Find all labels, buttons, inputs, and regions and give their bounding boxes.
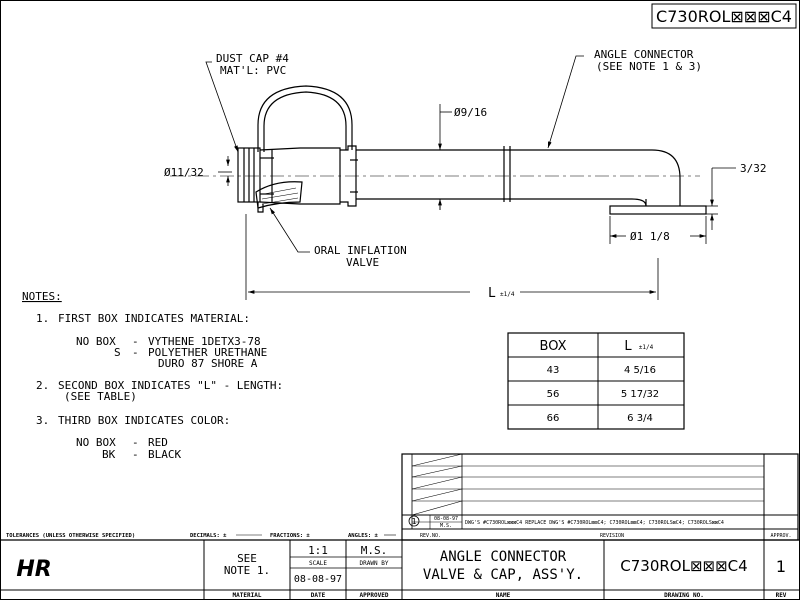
header-drawing-number: C730ROL⊠⊠⊠C4 xyxy=(651,3,797,29)
revision-block xyxy=(401,453,799,541)
note-1a-key: NO BOX xyxy=(76,335,116,348)
note-2-number: 2. xyxy=(36,379,49,392)
note-1-text: FIRST BOX INDICATES MATERIAL: xyxy=(58,312,250,325)
rev-1-number: 1 xyxy=(412,517,417,526)
label-material: MATERIAL xyxy=(233,592,262,599)
note-1-number: 1. xyxy=(36,312,49,325)
dimensions xyxy=(218,104,736,300)
material-value-2: NOTE 1. xyxy=(224,564,270,577)
header-drawing-number-text: C730ROL⊠⊠⊠C4 xyxy=(656,7,792,26)
notes: NOTES: 1. FIRST BOX INDICATES MATERIAL: … xyxy=(22,290,283,461)
rev-col-number: REV.NO. xyxy=(420,533,441,539)
callout-angle-connector-note: (SEE NOTE 1 & 3) xyxy=(596,60,702,73)
note-3b-key: BK xyxy=(102,448,116,461)
table-header-box: BOX xyxy=(540,339,567,354)
company-logo-text: HR xyxy=(16,557,51,582)
drawn-by-label: DRAWN BY xyxy=(360,560,389,567)
drawing-name-1: ANGLE CONNECTOR xyxy=(440,549,567,565)
connector-elbow-outer xyxy=(510,149,681,206)
drawing-name-2: VALVE & CAP, ASS'Y. xyxy=(423,567,583,583)
note-1b-dash: - xyxy=(132,346,139,359)
note-1a-value: VYTHENE 1DETX3-78 xyxy=(148,335,261,348)
note-3a-dash: - xyxy=(132,436,139,449)
date-value: 08-08-97 xyxy=(294,574,342,585)
table-header-l: L xyxy=(624,339,632,354)
base-flange xyxy=(609,205,707,215)
callout-oral-valve: ORAL INFLATION xyxy=(314,244,407,257)
callout-oral-valve-2: VALVE xyxy=(346,256,379,269)
rev-1-description: DWG'S #C730ROL⊠⊠⊠C4 REPLACE DWG'S #C730R… xyxy=(465,520,724,526)
note-1a-dash: - xyxy=(132,335,139,348)
fractions-label: FRACTIONS: ± xyxy=(270,533,310,539)
note-1b-value: POLYETHER URETHANE xyxy=(148,346,267,359)
label-rev: REV xyxy=(776,592,787,599)
note-3-number: 3. xyxy=(36,414,49,427)
note-3a-value: RED xyxy=(148,436,168,449)
table-row-l: 4 5/16 xyxy=(624,365,656,376)
length-table: BOX L ±1/4 43 4 5/16 56 5 17/32 66 6 3/4 xyxy=(507,332,685,430)
note-3a-key: NO BOX xyxy=(76,436,116,449)
table-row-box: 43 xyxy=(547,365,560,376)
dust-cap-strap xyxy=(257,85,353,152)
dim-11-32: Ø11/32 xyxy=(164,166,204,179)
rev-1-date: 08-08-97 xyxy=(434,516,458,522)
connector-elbow-inner xyxy=(510,198,647,207)
company-logo: HR xyxy=(16,557,51,582)
label-drawing-number: DRAWING NO. xyxy=(664,592,704,599)
callout-dust-cap: DUST CAP #4 xyxy=(216,52,289,65)
leaders xyxy=(205,55,584,253)
tolerances-label: TOLERANCES (UNLESS OTHERWISE SPECIFIED) xyxy=(6,533,135,539)
oral-inflation-valve xyxy=(255,181,303,209)
table-header-l-tol: ±1/4 xyxy=(639,344,654,351)
dim-length-tol: ±1/4 xyxy=(500,291,515,298)
note-3b-value: BLACK xyxy=(148,448,181,461)
table-row-l: 6 3/4 xyxy=(627,413,653,424)
scale-label: SCALE xyxy=(309,560,327,567)
revision-value: 1 xyxy=(776,557,786,576)
table-row-box: 66 xyxy=(547,413,560,424)
note-2-text: SECOND BOX INDICATES "L" - LENGTH: xyxy=(58,379,283,392)
drawn-by-value: M.S. xyxy=(361,544,388,557)
material-value-1: SEE xyxy=(237,552,257,565)
callout-angle-connector: ANGLE CONNECTOR xyxy=(594,48,694,61)
notes-heading: NOTES: xyxy=(22,290,62,303)
table-row-box: 56 xyxy=(547,389,560,400)
rev-1-by: M.S. xyxy=(440,523,452,529)
dim-1-1-8: Ø1 1/8 xyxy=(630,230,670,243)
rev-col-revision: REVISION xyxy=(600,533,624,539)
note-1b-key: S xyxy=(114,346,121,359)
title-block xyxy=(0,539,800,600)
angles-label: ANGLES: ± xyxy=(348,533,378,539)
table-row-l: 5 17/32 xyxy=(621,389,659,400)
dim-3-32: 3/32 xyxy=(740,162,767,175)
callout-dust-cap-material: MAT'L: PVC xyxy=(220,64,286,77)
dust-cap-strap-inner xyxy=(263,91,347,152)
note-3-text: THIRD BOX INDICATES COLOR: xyxy=(58,414,230,427)
label-date: DATE xyxy=(311,592,326,599)
drawing-number-value: C730ROL⊠⊠⊠C4 xyxy=(620,557,747,575)
dim-length-L: L xyxy=(488,286,496,301)
decimals-label: DECIMALS: ± xyxy=(190,533,227,539)
scale-value: 1:1 xyxy=(308,544,328,557)
note-2-text-2: (SEE TABLE) xyxy=(64,390,137,403)
note-1b-value-2: DURO 87 SHORE A xyxy=(158,357,258,370)
label-name: NAME xyxy=(496,592,511,599)
rev-col-approv: APPROV. xyxy=(770,533,791,539)
dim-9-16: Ø9/16 xyxy=(454,106,487,119)
label-approved: APPROVED xyxy=(360,592,389,599)
note-3b-dash: - xyxy=(132,448,139,461)
